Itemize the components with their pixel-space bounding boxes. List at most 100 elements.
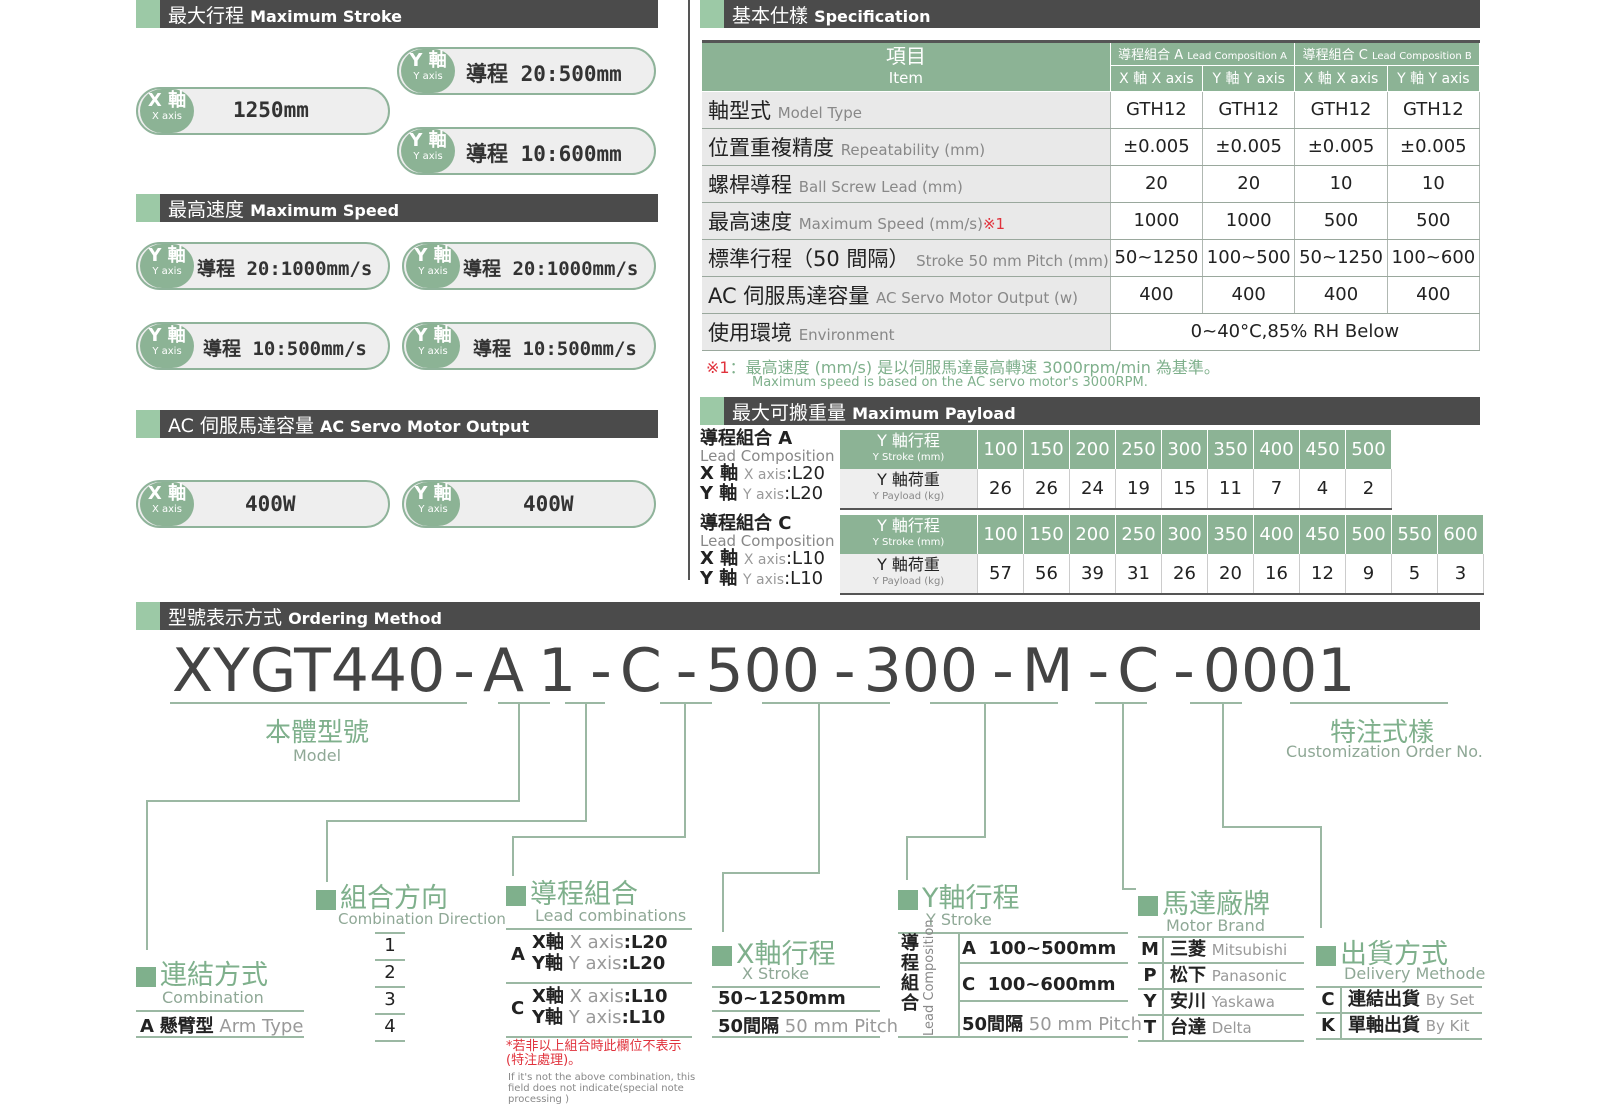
lead-option-c: C X軸 X axis:L10 Y軸 Y axis:L10 [506,984,692,1038]
payload-cell: 24 [1069,469,1116,510]
payload-cell: 57 [977,554,1024,595]
motor-output-header: AC 伺服馬達容量 AC Servo Motor Output [136,410,658,438]
x-col-header: X 軸 X axis [1294,65,1388,92]
combination-option: A 懸臂型 Arm Type [140,1016,304,1037]
xstroke-pitch: 50間隔 50 mm Pitch [718,1016,899,1037]
square-icon [136,966,156,987]
lead-label: 導程組合 [506,872,638,911]
payload-cell: 2 [1345,469,1392,510]
payload-cell: 31 [1115,554,1162,595]
payload-c-label: 導程組合 C Lead Composition X 軸 X axis:L10 Y… [700,513,835,589]
payload-cell: 4 [1299,469,1346,510]
code-segment: A [482,636,524,706]
ystroke-pitch: 50間隔 50 mm Pitch [962,1014,1143,1035]
code-dash: - [833,636,856,706]
y-col-header: Y 軸 Y axis [1387,65,1481,92]
payload-cell: 450 [1299,430,1346,469]
direction-label: 組合方向 [316,876,448,915]
payload-cell: 400 [1253,515,1300,554]
direction-option: 1 [375,932,405,959]
brand-label-en: Motor Brand [1166,916,1265,935]
spec-cell: GTH12 [1294,91,1388,129]
code-dash: - [992,636,1014,706]
payload-cell: 300 [1161,430,1208,469]
spec-cell: ±0.005 [1294,128,1388,166]
square-icon [712,945,732,966]
spec-cell: 20 [1110,165,1204,203]
payload-header: 最大可搬重量 Maximum Payload [700,397,1480,425]
code-dash: - [453,636,475,706]
spec-row-label: 最高速度 Maximum Speed (mm/s)※1 [702,202,1111,240]
square-icon [898,889,918,910]
combination-label: 連結方式 [136,953,268,992]
spec-row: 位置重複精度 Repeatability (mm)±0.005±0.005±0.… [702,128,1481,166]
direction-option: 2 [375,959,405,986]
payload-cell: 500 [1345,430,1392,469]
custom-label: 特注式樣 [1330,718,1435,748]
payload-cell: 350 [1207,515,1254,554]
code-segment: 0001 [1202,636,1356,706]
ystroke-label-en: Y Stroke [926,910,992,929]
lead-note-en: If it's not the above combination, this … [508,1072,696,1105]
y-stroke-value-1: 導程 20:500mm [466,62,622,86]
ystroke-side-label-en: Lead Composition [922,919,937,1036]
payload-cell: 550 [1391,515,1438,554]
lead-a-header: 導程組合 A Lead Composition A [1110,43,1296,66]
motor-y-value: 400W [523,492,574,516]
model-label: 本體型號 [265,718,370,748]
payload-cell: 9 [1345,554,1392,595]
code-dash: - [675,636,698,706]
spec-cell: GTH12 [1202,91,1296,129]
y-stroke-value-2: 導程 10:600mm [466,142,622,166]
spec-row-label: 軸型式 Model Type [702,91,1111,129]
x-col-header: X 軸 X axis [1110,65,1204,92]
payload-cell: 200 [1069,515,1116,554]
payload-cell: 15 [1161,469,1208,510]
square-icon [1316,945,1336,966]
ystroke-option-a: A 100~500mm [962,938,1117,959]
code-dash: - [590,636,612,706]
payload-cell: 16 [1253,554,1300,595]
payload-cell: 100 [977,430,1024,469]
model-label-en: Model [293,746,342,765]
spec-header: 基本仕樣 Specification [700,0,1480,28]
spec-cell: 1000 [1110,202,1204,240]
brand-label: 馬達廠牌 [1138,882,1270,921]
xstroke-label-en: X Stroke [742,964,810,983]
payload-cell: 400 [1253,430,1300,469]
code-dash: - [1173,636,1195,706]
env-value: 0~40°C,85% RH Below [1110,313,1481,351]
payload-cell: 250 [1115,430,1162,469]
payload-cell: 26 [977,469,1024,510]
square-icon [1138,895,1158,916]
ystroke-label: Y軸行程 [898,876,1020,915]
spec-row-label: 標準行程（50 間隔） Stroke 50 mm Pitch (mm) [702,239,1111,277]
spec-cell: 20 [1202,165,1296,203]
code-dash: - [1087,636,1110,706]
motor-x-value: 400W [245,492,296,516]
spec-note-en: Maximum speed is based on the AC servo m… [752,375,1148,390]
payload-cell: 20 [1207,554,1254,595]
code-segment: C [619,636,662,706]
column-divider [688,0,690,580]
spec-row-label: 螺桿導程 Ball Screw Lead (mm) [702,165,1111,203]
payload-cell: 350 [1207,430,1254,469]
spec-cell: GTH12 [1387,91,1481,129]
payload-cell: 26 [1023,469,1070,510]
payload-cell: 450 [1299,515,1346,554]
payload-cell: 100 [977,515,1024,554]
xstroke-label: X軸行程 [712,932,836,971]
spec-cell: 50~1250 [1294,239,1388,277]
